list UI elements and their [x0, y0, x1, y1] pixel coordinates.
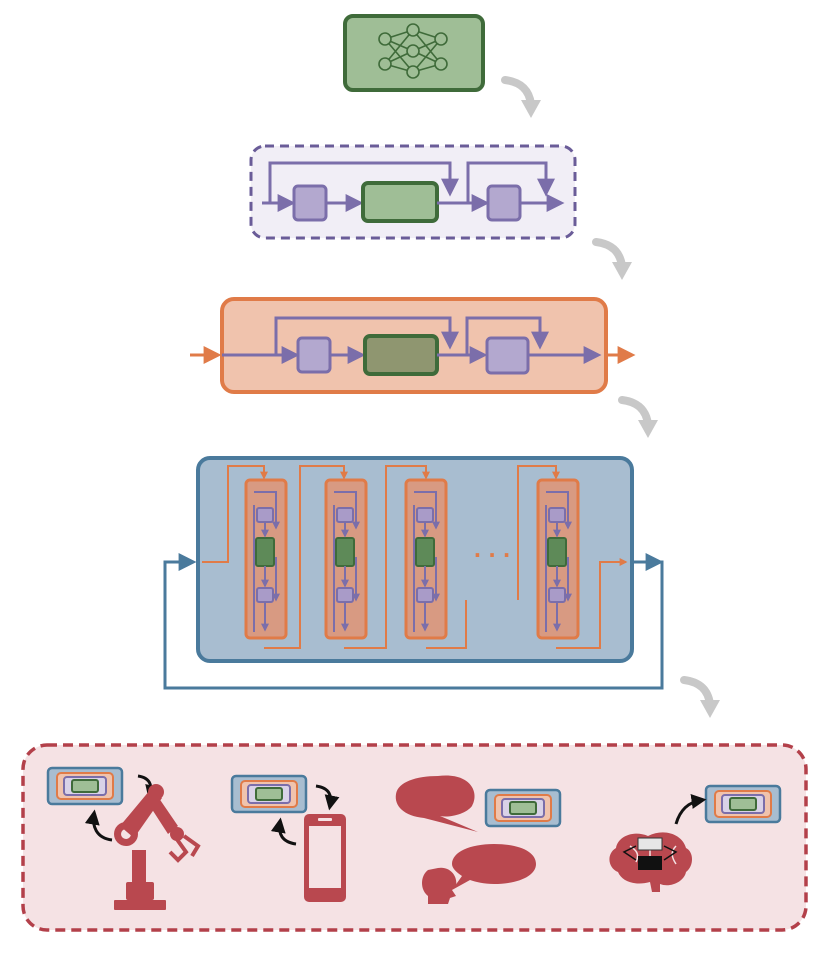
level-residual-block	[249, 144, 577, 240]
application-language	[395, 775, 562, 904]
application-brain	[609, 784, 782, 892]
transition-arrow-2	[596, 242, 632, 280]
application-mobile	[230, 774, 346, 902]
robot-arm-icon	[114, 784, 201, 910]
applications-panel	[21, 743, 808, 932]
transition-arrow-1	[505, 80, 541, 118]
transition-arrow-4	[684, 680, 720, 718]
ellipsis: · · ·	[474, 543, 511, 567]
neural-network-icon	[378, 23, 448, 79]
brain-icon	[609, 832, 692, 892]
stack-column-2	[326, 480, 366, 638]
speech-bubble-icon	[452, 844, 536, 890]
transition-arrow-3	[622, 400, 658, 438]
level-stacked-model: · · ·	[163, 456, 664, 690]
smartphone-icon	[304, 814, 346, 902]
application-robotics	[46, 766, 201, 910]
speaking-head-icon	[422, 867, 457, 904]
speech-bubble-icon	[395, 775, 478, 832]
stack-column-3	[406, 480, 446, 638]
level-neural-network	[343, 14, 485, 92]
level-wrapped-block	[190, 297, 636, 394]
stack-column-1	[246, 480, 286, 638]
stack-column-n	[538, 480, 578, 638]
